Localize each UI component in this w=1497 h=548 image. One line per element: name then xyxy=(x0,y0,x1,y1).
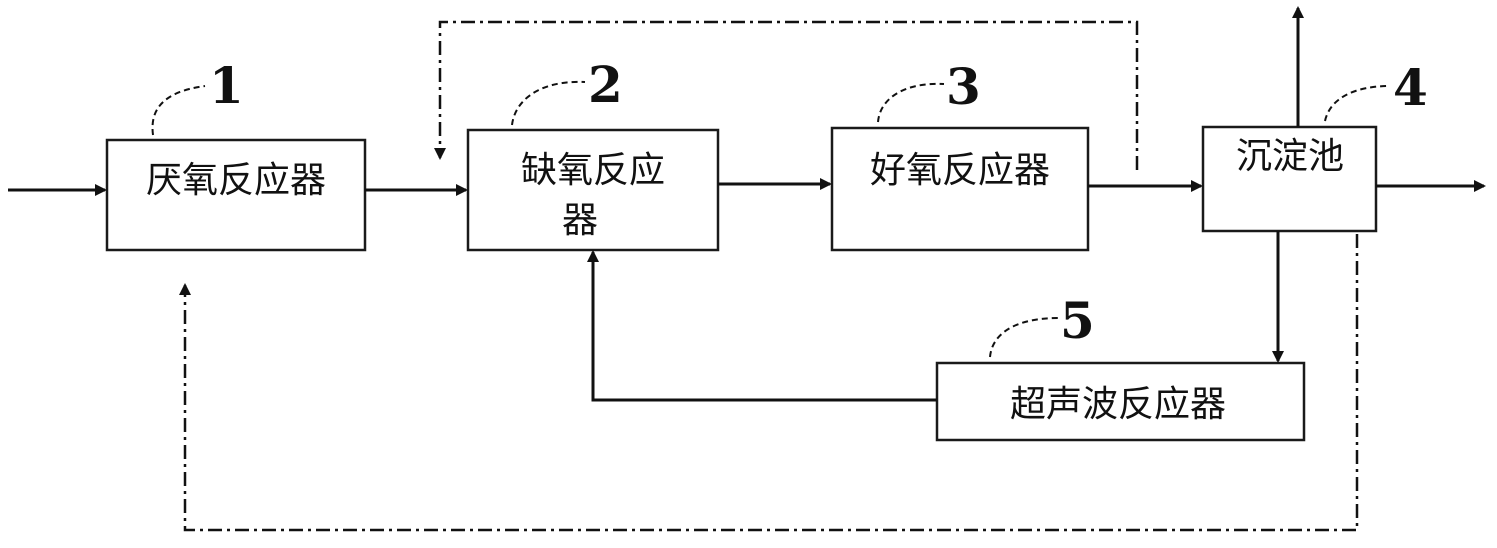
callout-number-4: 4 xyxy=(1393,58,1428,117)
anoxic-reactor-label-line1: 缺氧反应 xyxy=(521,150,665,191)
anoxic-reactor-label-line2: 器 xyxy=(562,200,598,241)
sludge-return-settling-to-anaerobic xyxy=(179,234,1359,532)
node-aerobic-reactor: 好氧反应器 xyxy=(830,126,1090,252)
settling-tank-box xyxy=(1201,125,1378,233)
callout-leader-3 xyxy=(877,82,945,123)
callout-leader-5 xyxy=(989,317,1059,358)
aerobic-reactor-label: 好氧反应器 xyxy=(870,150,1050,191)
arrow-ultrasonic-to-anoxic xyxy=(587,250,937,402)
callout-leader-4 xyxy=(1324,85,1391,122)
anoxic-reactor-box xyxy=(466,128,720,252)
node-anoxic-reactor: 缺氧反应 器 xyxy=(466,128,720,252)
anaerobic-reactor-box xyxy=(105,138,367,252)
node-anaerobic-reactor: 厌氧反应器 xyxy=(105,138,367,252)
callout-number-3: 3 xyxy=(946,57,981,116)
node-settling-tank: 沉淀池 xyxy=(1201,125,1378,233)
callout-leader-1 xyxy=(151,85,206,136)
anaerobic-reactor-label: 厌氧反应器 xyxy=(146,160,326,201)
settling-tank-label: 沉淀池 xyxy=(1236,136,1344,177)
callout-leader-2 xyxy=(511,80,586,126)
ultrasonic-reactor-label: 超声波反应器 xyxy=(1010,384,1226,425)
callout-number-1: 1 xyxy=(209,56,244,115)
aerobic-reactor-box xyxy=(830,126,1090,252)
node-ultrasonic-reactor: 超声波反应器 xyxy=(935,361,1306,442)
callout-number-5: 5 xyxy=(1060,291,1095,350)
callout-number-2: 2 xyxy=(588,55,623,114)
ultrasonic-reactor-box xyxy=(935,361,1306,442)
nitrate-recycle-aerobic-to-anoxic xyxy=(434,20,1139,170)
